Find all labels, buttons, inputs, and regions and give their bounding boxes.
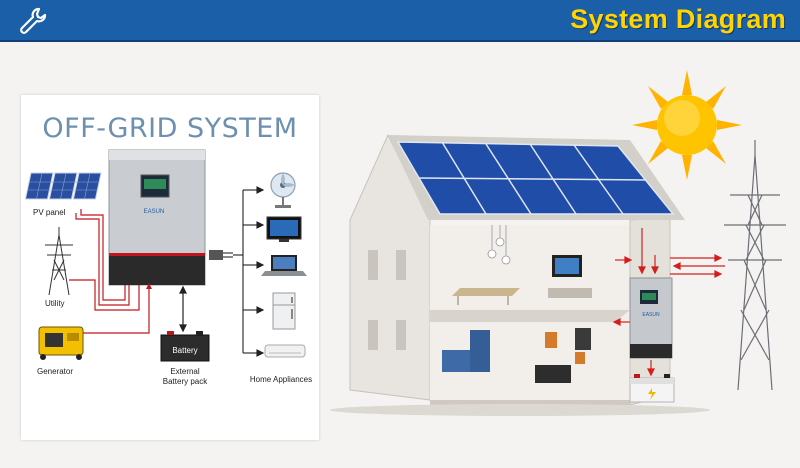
generator-wiring — [83, 285, 150, 334]
home-appliances-label: Home Appliances — [249, 375, 313, 384]
wall-box-icon — [545, 328, 591, 364]
utility-label: Utility — [45, 299, 65, 308]
house-scene: EASUN — [330, 70, 786, 416]
outdoor-battery-icon — [629, 374, 675, 403]
indoor-battery-icon — [535, 365, 571, 383]
power-flow-arrows — [612, 228, 725, 377]
roof-solar-array — [388, 135, 685, 220]
plug-icon — [209, 250, 233, 260]
generator-label: Generator — [37, 367, 74, 376]
generator-icon — [38, 326, 84, 360]
ground-shadow — [330, 404, 710, 416]
sofa-icon — [442, 330, 490, 372]
wrench-icon — [20, 7, 47, 34]
ceiling-lamps-icon — [487, 225, 511, 265]
battery-label: Battery — [172, 346, 197, 355]
external-battery-pack-label: External Battery pack — [153, 367, 217, 387]
offgrid-system-panel: OFF-GRID SYSTEM — [21, 95, 319, 440]
pv-wiring — [75, 209, 130, 306]
television-icon — [548, 255, 592, 298]
tv-icon — [266, 216, 302, 242]
inverter-unit — [108, 149, 206, 286]
page-title: System Diagram — [570, 4, 786, 34]
utility-tower-icon — [45, 227, 73, 296]
fan-icon — [270, 172, 296, 208]
header-bar: System Diagram — [0, 0, 800, 42]
appliance-bus — [233, 186, 265, 357]
air-conditioner-icon — [264, 344, 306, 358]
transmission-tower-icon — [724, 140, 786, 391]
pv-panel-icon — [24, 172, 102, 200]
battery-wiring — [179, 285, 187, 333]
wall-inverter-brand: EASUN — [642, 312, 660, 318]
pv-panel-label: PV panel — [33, 208, 66, 217]
laptop-icon — [261, 255, 307, 276]
inverter-brand: EASUN — [144, 209, 165, 215]
offgrid-diagram: EASUN Battery — [24, 149, 307, 362]
fridge-icon — [272, 292, 296, 330]
offgrid-title: OFF-GRID SYSTEM — [42, 113, 298, 144]
wall-inverter-unit — [629, 277, 673, 359]
external-battery-line2: Battery pack — [162, 377, 208, 386]
battery-icon — [160, 331, 210, 362]
external-battery-line1: External — [170, 367, 200, 376]
input-arrow — [146, 283, 152, 289]
utility-wiring — [69, 279, 140, 311]
coffee-table-icon — [452, 288, 520, 305]
sun-icon — [632, 70, 742, 180]
